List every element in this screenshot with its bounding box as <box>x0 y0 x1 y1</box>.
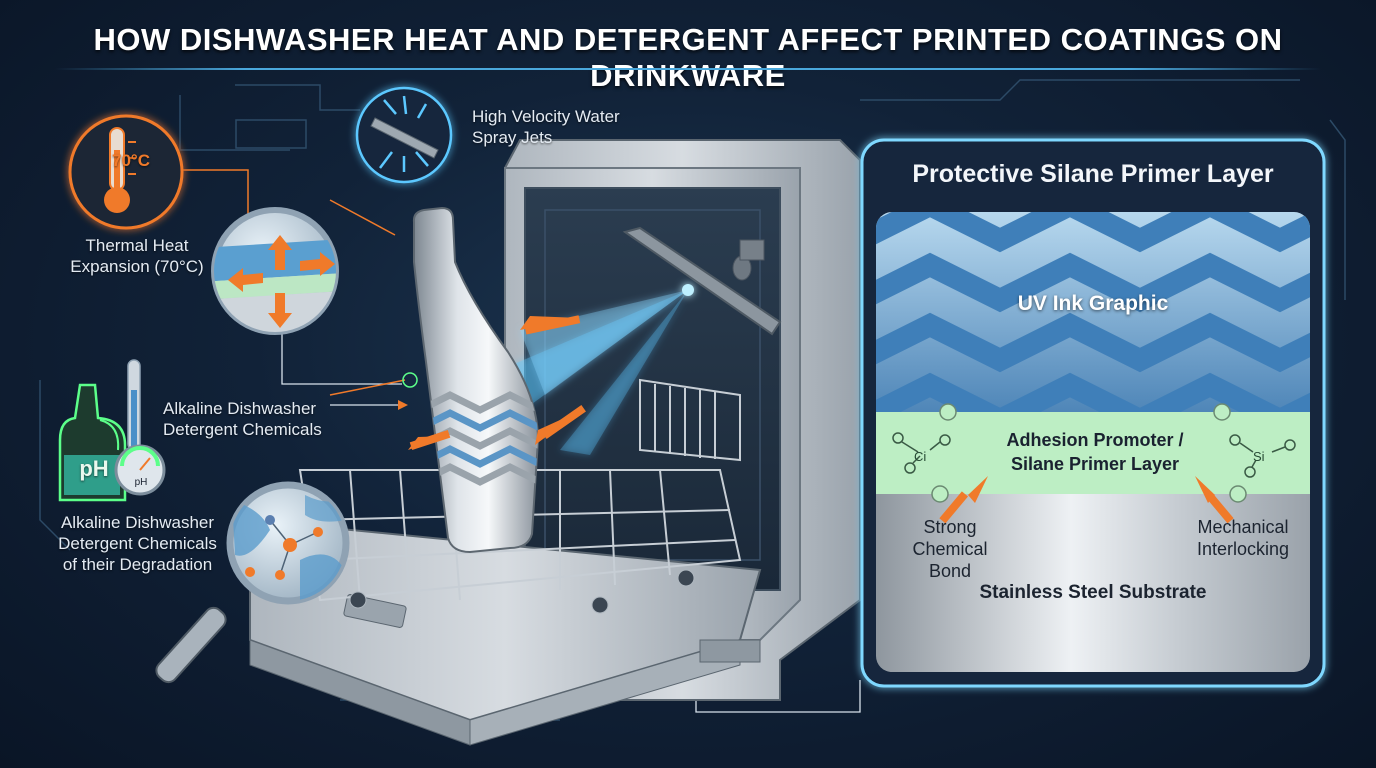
detergent-bottle <box>58 383 127 502</box>
spray-jets-label: High Velocity Water Spray Jets <box>472 107 620 147</box>
stainless-substrate-layer <box>876 494 1310 672</box>
uv-ink-label: UV Ink Graphic <box>1017 292 1169 315</box>
molecule-right <box>1229 434 1296 478</box>
zoom-target-marker <box>402 372 418 388</box>
primer-layer-label: Adhesion Promoter / Silane Primer Layer <box>1006 430 1184 474</box>
molecule-left <box>892 432 951 474</box>
spray-arm <box>622 226 782 336</box>
thermal-reading: 70°C <box>112 151 150 170</box>
detergent-chemicals-label: Alkaline Dishwasher Detergent Chemicals <box>163 399 322 439</box>
detergent-pointer-arrow <box>398 400 408 410</box>
ph-thermometer <box>127 359 141 451</box>
detergent-ph-label: pH <box>79 456 109 481</box>
rack-wheel <box>677 569 695 587</box>
panel-title: Protective Silane Primer Layer <box>912 160 1274 188</box>
substrate-label: Stainless Steel Substrate <box>979 582 1207 603</box>
degradation-label: Alkaline Dishwasher Detergent Chemicals … <box>58 513 217 574</box>
bond-arrows <box>939 476 1234 524</box>
thermometer-badge <box>68 114 184 230</box>
uv-ink-layer <box>876 212 1310 412</box>
thermal-expansion-label: Thermal Heat Expansion (70°C) <box>70 236 204 276</box>
chemical-bond-label: Strong Chemical Bond <box>912 517 988 581</box>
water-spray <box>500 284 694 455</box>
spray-impact-arrows <box>408 315 586 450</box>
orange-leader-lines <box>175 169 406 396</box>
ph-gauge <box>114 444 166 496</box>
title-underline <box>55 68 1321 70</box>
rack-wheel <box>591 596 609 614</box>
spray-jets-badge <box>355 86 453 184</box>
degradation-magnifier <box>155 481 350 684</box>
silane-primer-layer <box>876 412 1310 494</box>
thermal-expansion-magnifier <box>211 207 339 335</box>
page-title: HOW DISHWASHER HEAT AND DETERGENT AFFECT… <box>93 22 1283 93</box>
mechanical-interlock-label: Mechanical Interlocking <box>1196 517 1290 559</box>
molecule-left-label: Ci <box>914 449 927 464</box>
rack-wheel <box>349 591 367 609</box>
dishwasher-door <box>249 523 762 746</box>
drinkware-bottle <box>412 206 540 554</box>
coating-layers-panel <box>860 138 1326 688</box>
gauge-ph-label: pH <box>134 477 148 488</box>
molecule-right-label: Si <box>1253 449 1265 464</box>
